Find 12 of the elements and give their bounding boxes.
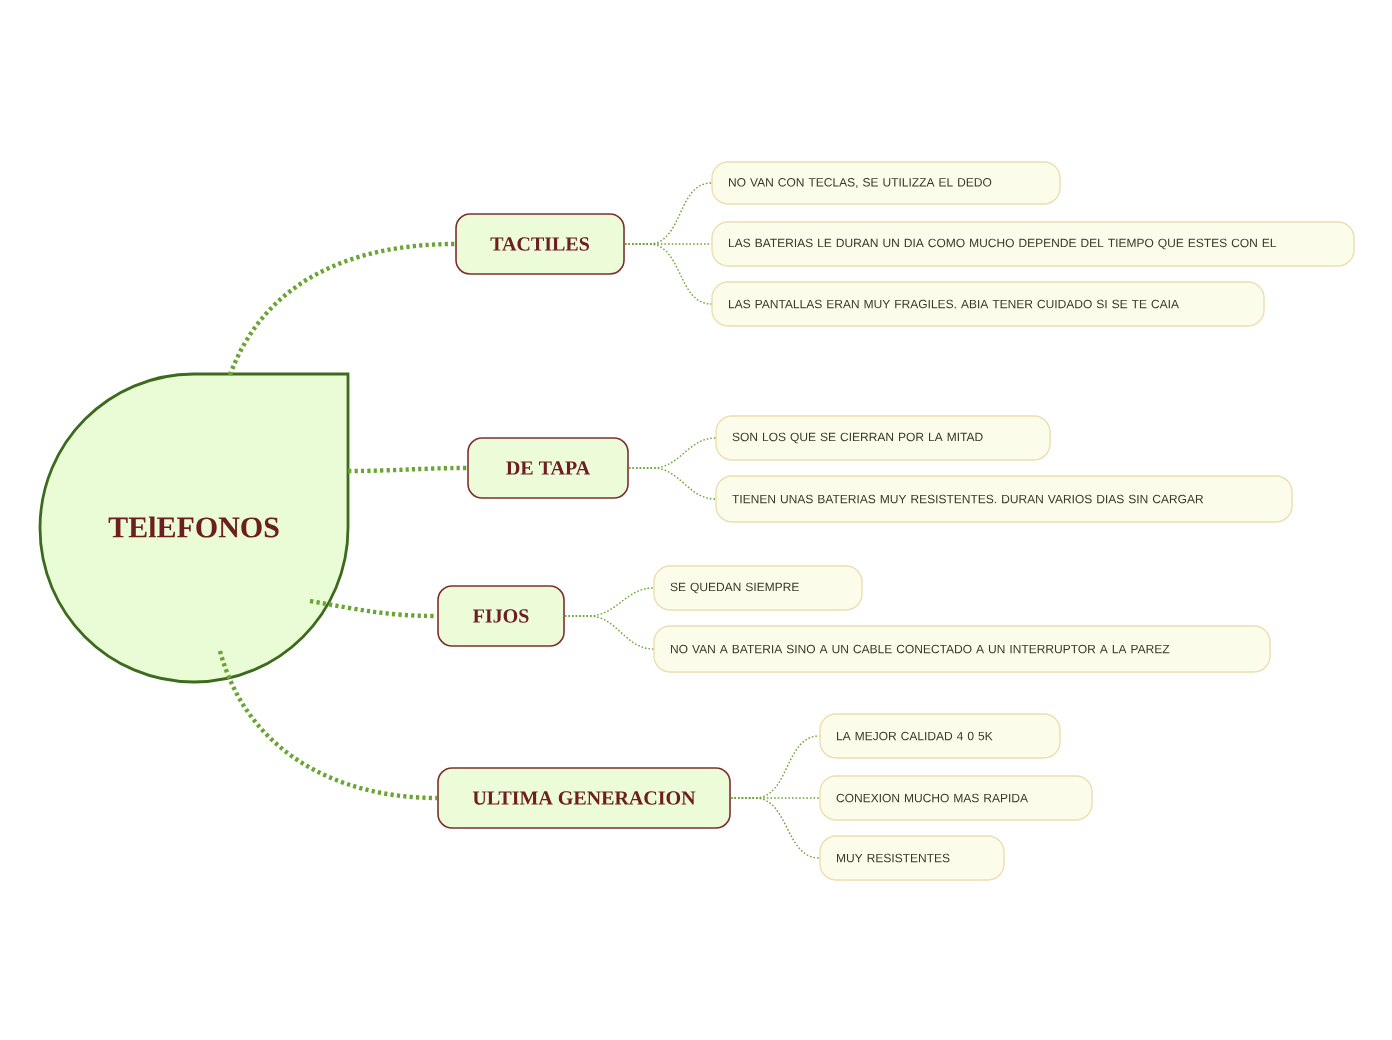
connector xyxy=(628,467,716,500)
topic-box: TACTILES xyxy=(455,213,625,275)
connector xyxy=(228,241,456,376)
topic-box: FIJOS xyxy=(437,585,565,647)
connector xyxy=(217,650,438,801)
connector xyxy=(309,598,438,619)
connector xyxy=(348,465,468,474)
topic-box: DE TAPA xyxy=(467,437,629,499)
topic-box: ULTIMA GENERACION xyxy=(437,767,731,829)
connector xyxy=(564,615,654,650)
connector xyxy=(730,797,820,859)
connector xyxy=(624,243,712,305)
